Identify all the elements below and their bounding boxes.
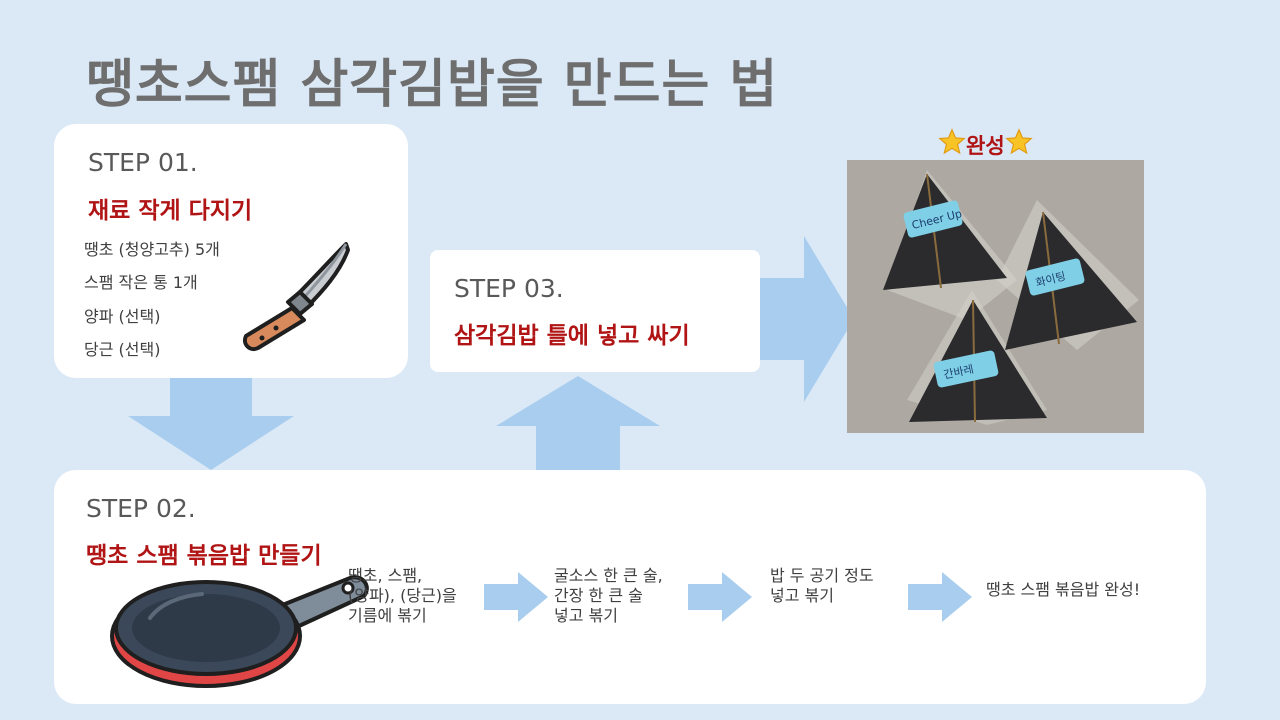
- step1-card: STEP 01. 재료 작게 다지기 땡초 (청양고추) 5개 스팸 작은 통 …: [54, 124, 408, 378]
- onigiri: 화이팅: [1005, 211, 1137, 350]
- arrow-right-icon: [752, 236, 854, 402]
- ingredient-item: 스팸 작은 통 1개: [84, 273, 198, 292]
- ingredient-item: 양파 (선택): [84, 307, 161, 326]
- step3-subtitle: 삼각김밥 틀에 넣고 싸기: [454, 323, 690, 349]
- result-photo: Cheer Up 화이팅 간바레: [847, 160, 1144, 433]
- arrow-up-icon: [496, 376, 660, 478]
- knife-icon: [243, 242, 350, 351]
- step3-card: STEP 03. 삼각김밥 틀에 넣고 싸기: [430, 250, 760, 372]
- step2-label: STEP 02.: [86, 494, 196, 523]
- process-step-1: 땡초, 스팸, (양파), (당근)을 기름에 볶기: [348, 566, 457, 625]
- ingredient-item: 땡초 (청양고추) 5개: [84, 240, 220, 259]
- page-title: 땡초스팸 삼각김밥을 만드는 법: [86, 55, 779, 115]
- arrow-right-icon: [908, 572, 972, 622]
- star-icon: [1004, 128, 1033, 155]
- star-icon: [938, 128, 966, 155]
- step1-label: STEP 01.: [88, 148, 198, 177]
- arrow-right-icon: [688, 572, 752, 622]
- step3-label: STEP 03.: [454, 274, 564, 303]
- onigiri: Cheer Up: [883, 173, 1007, 290]
- step2-subtitle: 땡초 스팸 볶음밥 만들기: [86, 543, 322, 569]
- result-label-text: 완성: [966, 134, 1005, 158]
- process-step-4: 땡초 스팸 볶음밥 완성!: [986, 580, 1141, 599]
- arrow-down-icon: [128, 366, 294, 470]
- process-step-2: 굴소스 한 큰 술, 간장 한 큰 술 넣고 볶기: [554, 566, 663, 625]
- photo-tag: 간바레: [942, 363, 974, 382]
- result-label: 완성: [938, 128, 1033, 160]
- ingredient-item: 당근 (선택): [84, 340, 161, 359]
- frying-pan-icon: [110, 575, 369, 688]
- arrow-right-icon: [484, 572, 548, 622]
- step1-subtitle: 재료 작게 다지기: [88, 198, 253, 224]
- process-step-3: 밥 두 공기 정도 넣고 볶기: [770, 566, 874, 605]
- step2-card: STEP 02. 땡초 스팸 볶음밥 만들기 땡초, 스팸, (양파), (당근…: [54, 470, 1206, 704]
- onigiri: 간바레: [909, 299, 1047, 423]
